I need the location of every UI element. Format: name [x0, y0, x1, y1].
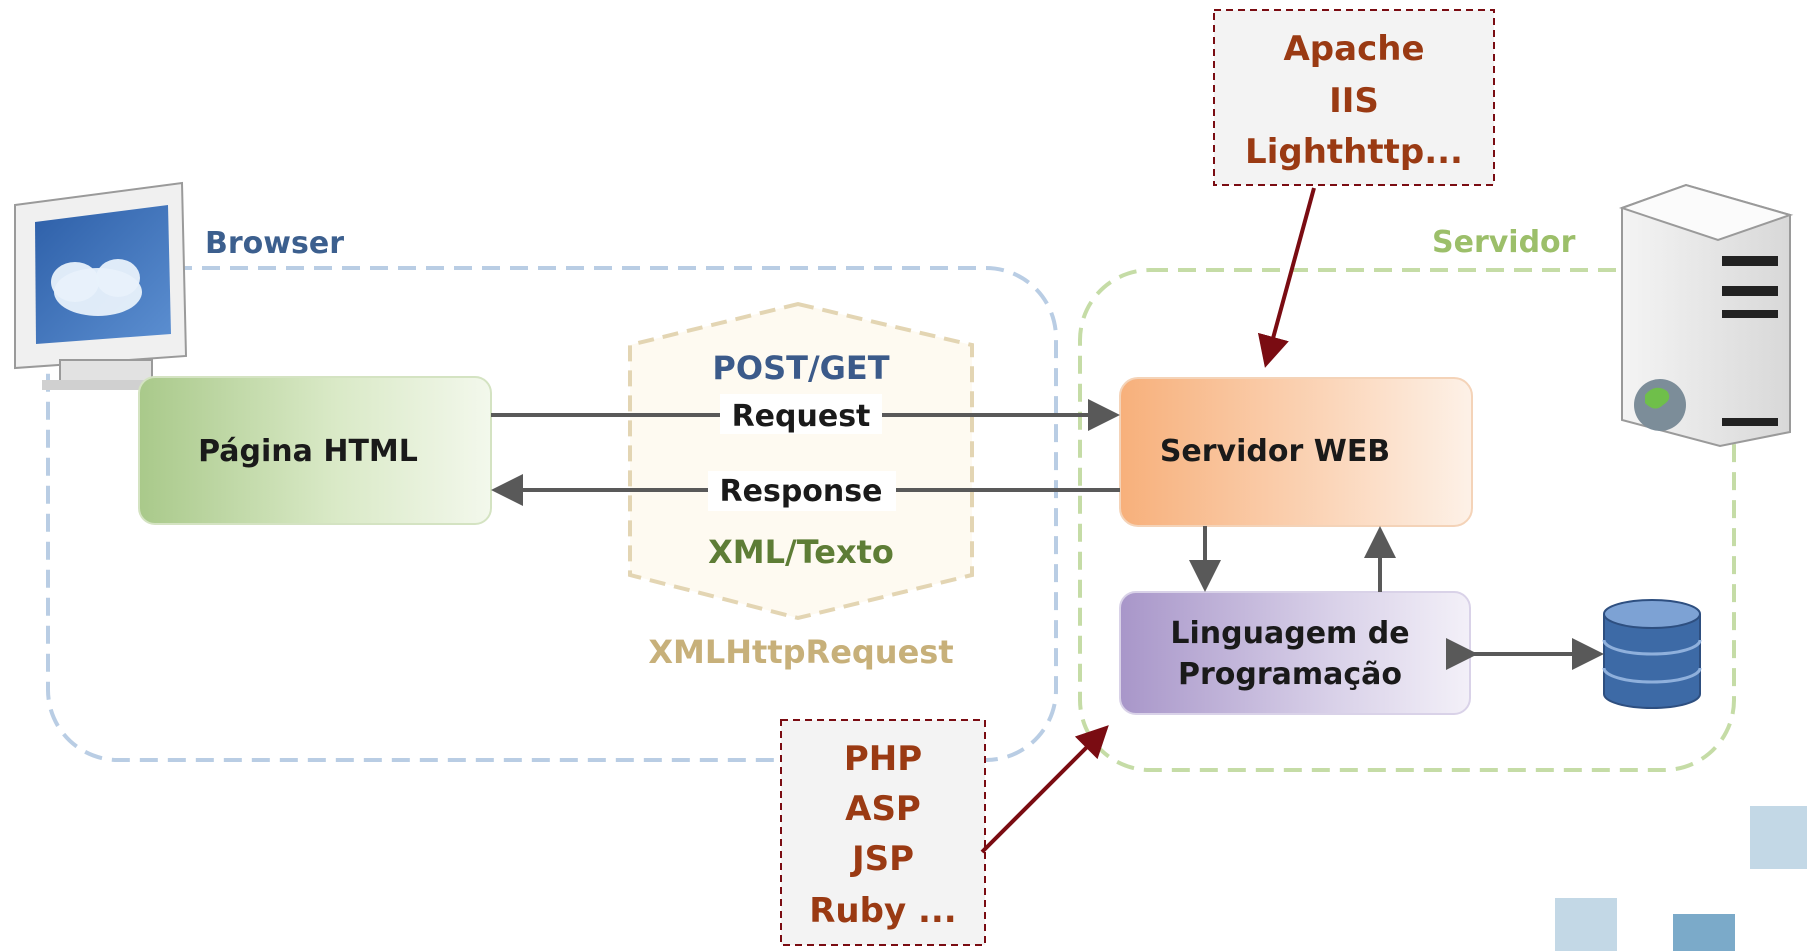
web-server-option: Apache [1283, 29, 1424, 69]
web-servers-note [1213, 9, 1495, 186]
html-page-node [138, 376, 492, 525]
html-page-label: Página HTML [198, 434, 418, 469]
decor-square [1750, 806, 1807, 869]
languages-note [780, 719, 986, 946]
programming-language-node [1119, 591, 1471, 715]
web-server-option: IIS [1329, 81, 1379, 121]
decor-square [1673, 914, 1735, 951]
database-icon [1602, 599, 1702, 709]
programming-language-label-line2: Programação [1178, 657, 1402, 692]
web-server-label: Servidor WEB [1160, 434, 1390, 469]
web-server-option: Lighthttp... [1245, 132, 1463, 172]
server-tower-icon [1618, 183, 1794, 448]
decor-square [1555, 898, 1617, 951]
xhr-method-label: POST/GET [712, 349, 889, 387]
xhr-hexagon [628, 301, 974, 621]
browser-label: Browser [205, 226, 344, 261]
monitor-icon [14, 181, 188, 390]
xhr-format-label: XML/Texto [708, 533, 894, 571]
server-label: Servidor [1432, 225, 1576, 260]
language-option: ASP [845, 789, 921, 829]
web-server-node [1119, 377, 1473, 527]
language-option: Ruby ... [809, 891, 956, 931]
browser-boundary [46, 266, 1058, 762]
response-label: Response [720, 474, 883, 509]
languages-pointer-arrow [980, 725, 1109, 854]
language-option: JSP [850, 839, 914, 879]
web-servers-pointer-arrow [1257, 187, 1316, 368]
programming-language-label-line1: Linguagem de [1170, 616, 1409, 651]
request-label: Request [732, 399, 871, 434]
xhr-name-label: XMLHttpRequest [648, 633, 953, 671]
server-boundary [1078, 268, 1736, 772]
language-option: PHP [844, 739, 922, 779]
